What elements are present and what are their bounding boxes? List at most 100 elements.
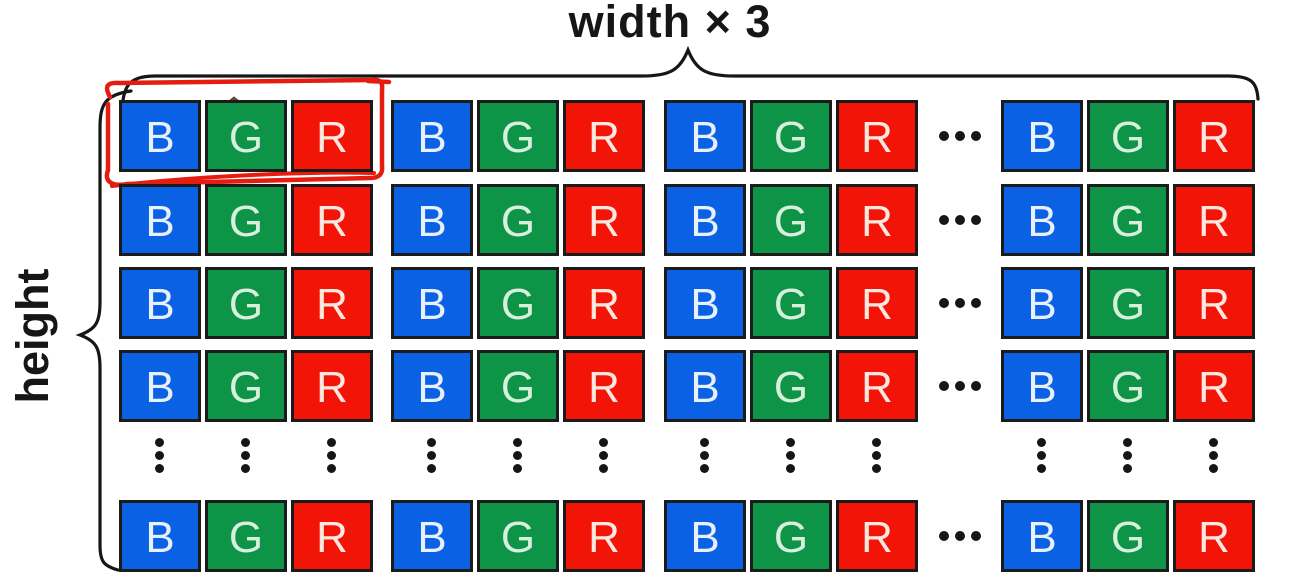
channel-letter: G	[1110, 280, 1146, 329]
channel-letter: R	[861, 280, 893, 329]
pixel-cell-g: G	[477, 500, 559, 572]
channel-letter: B	[417, 363, 447, 412]
pixel-cell-r: R	[1173, 100, 1255, 172]
channel-letter: R	[316, 280, 348, 329]
pixel-cell-b: B	[119, 350, 201, 422]
channel-letter: R	[588, 197, 620, 246]
pixel-cell-b: B	[391, 267, 473, 339]
channel-letter: B	[1027, 197, 1057, 246]
column-ellipsis	[1209, 438, 1218, 473]
row-ellipsis	[939, 531, 981, 541]
channel-letter: R	[316, 113, 348, 162]
channel-letter: G	[500, 280, 536, 329]
pixel-cell-g: G	[750, 500, 832, 572]
channel-letter: R	[588, 513, 620, 562]
column-ellipsis	[786, 438, 795, 473]
pixel-cell-r: R	[291, 184, 373, 256]
column-ellipsis	[155, 438, 164, 473]
channel-letter: B	[417, 280, 447, 329]
pixel-cell-r: R	[291, 267, 373, 339]
pixel-cell-r: R	[836, 100, 918, 172]
ellipsis-dot	[786, 438, 795, 447]
channel-letter: G	[1110, 513, 1146, 562]
ellipsis-dot	[700, 464, 709, 473]
ellipsis-dot	[971, 381, 981, 391]
channel-letter: R	[588, 363, 620, 412]
channel-letter: G	[500, 363, 536, 412]
pixel-cell-g: G	[205, 184, 287, 256]
ellipsis-dot	[786, 464, 795, 473]
pixel-cell-r: R	[563, 267, 645, 339]
ellipsis-dot	[427, 438, 436, 447]
pixel-cell-b: B	[664, 100, 746, 172]
column-ellipsis	[1037, 438, 1046, 473]
pixel-cell-b: B	[119, 267, 201, 339]
channel-letter: B	[690, 280, 720, 329]
pixel-cell-b: B	[391, 184, 473, 256]
channel-letter: B	[690, 113, 720, 162]
ellipsis-dot	[241, 451, 250, 460]
pixel-cell-r: R	[836, 184, 918, 256]
channel-letter: G	[500, 197, 536, 246]
ellipsis-dot	[955, 531, 965, 541]
channel-letter: B	[145, 280, 175, 329]
ellipsis-dot	[427, 451, 436, 460]
ellipsis-dot	[427, 464, 436, 473]
channel-letter: R	[1198, 363, 1230, 412]
pixel-cell-b: B	[1001, 350, 1083, 422]
pixel-cell-g: G	[477, 184, 559, 256]
pixel-cell-g: G	[750, 267, 832, 339]
pixel-cell-r: R	[1173, 184, 1255, 256]
pixel-cell-g: G	[477, 267, 559, 339]
pixel-cell-b: B	[391, 500, 473, 572]
column-ellipsis	[872, 438, 881, 473]
channel-letter: B	[417, 113, 447, 162]
pixel-cell-b: B	[119, 500, 201, 572]
ellipsis-dot	[327, 464, 336, 473]
ellipsis-dot	[955, 381, 965, 391]
pixel-cell-r: R	[563, 184, 645, 256]
channel-letter: R	[316, 363, 348, 412]
pixel-cell-g: G	[1087, 100, 1169, 172]
channel-letter: R	[316, 197, 348, 246]
pixel-cell-g: G	[477, 100, 559, 172]
ellipsis-dot	[939, 131, 949, 141]
pixel-cell-g: G	[477, 350, 559, 422]
ellipsis-dot	[872, 438, 881, 447]
pixel-cell-b: B	[119, 184, 201, 256]
ellipsis-dot	[1123, 464, 1132, 473]
width-label: width × 3	[568, 0, 772, 47]
column-ellipsis	[427, 438, 436, 473]
channel-letter: B	[145, 363, 175, 412]
pixel-cell-r: R	[1173, 350, 1255, 422]
pixel-cell-b: B	[391, 350, 473, 422]
row-ellipsis	[939, 381, 981, 391]
ellipsis-dot	[513, 451, 522, 460]
channel-letter: B	[1027, 363, 1057, 412]
ellipsis-dot	[599, 451, 608, 460]
pixel-cell-g: G	[205, 267, 287, 339]
ellipsis-dot	[327, 438, 336, 447]
pixel-cell-g: G	[1087, 350, 1169, 422]
pixel-cell-g: G	[750, 350, 832, 422]
pixel-cell-b: B	[664, 500, 746, 572]
row-ellipsis	[939, 215, 981, 225]
pixel-cell-r: R	[563, 100, 645, 172]
pixel-cell-b: B	[1001, 267, 1083, 339]
ellipsis-dot	[872, 451, 881, 460]
ellipsis-dot	[327, 451, 336, 460]
pixel-cell-r: R	[836, 267, 918, 339]
column-ellipsis	[327, 438, 336, 473]
